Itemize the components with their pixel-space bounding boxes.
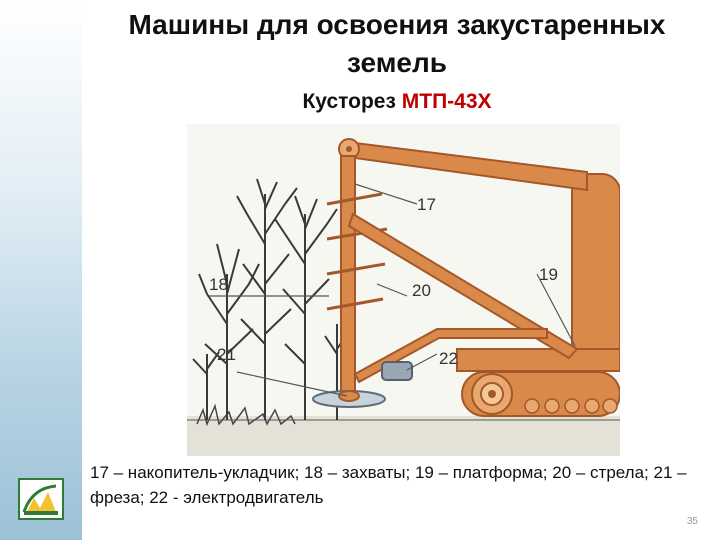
slide-title: Машины для освоения закустаренных земель	[128, 9, 666, 78]
brush-cutter-diagram: 17 18 19 20 21 22	[187, 138, 621, 456]
subtitle-model: МТП-43Х	[401, 90, 492, 113]
page-number: 35	[686, 516, 698, 527]
figure-label-18: 18	[209, 275, 228, 294]
track-rollers	[524, 398, 618, 414]
slide-subtitle: Кусторез МТП-43Х	[82, 90, 712, 114]
shrubs	[192, 178, 348, 420]
figure-label-21: 21	[217, 345, 236, 364]
figure-label-17: 17	[417, 195, 436, 214]
figure-label-20: 20	[412, 281, 431, 300]
figure-caption: 17 – накопитель-укладчик; 18 – захваты; …	[90, 463, 687, 507]
machine-body	[456, 173, 621, 417]
subtitle-prefix: Кусторез	[302, 90, 402, 113]
machine-cabin	[571, 173, 621, 365]
university-logo-icon	[18, 478, 64, 520]
ground	[187, 416, 620, 456]
machine-platform	[456, 348, 621, 372]
ground-grass	[196, 403, 296, 427]
sidebar-gradient	[0, 0, 82, 540]
brush-cutter-figure: 17 18 19 20 21 22	[187, 124, 621, 456]
leader-lines	[209, 183, 576, 397]
figure-label-22: 22	[439, 349, 458, 368]
accumulator-mast	[340, 155, 356, 397]
figure-label-19: 19	[539, 265, 558, 284]
boom-arm	[347, 212, 579, 360]
boom-brace	[353, 328, 548, 384]
top-boom	[345, 140, 588, 192]
electric-motor	[381, 361, 413, 381]
